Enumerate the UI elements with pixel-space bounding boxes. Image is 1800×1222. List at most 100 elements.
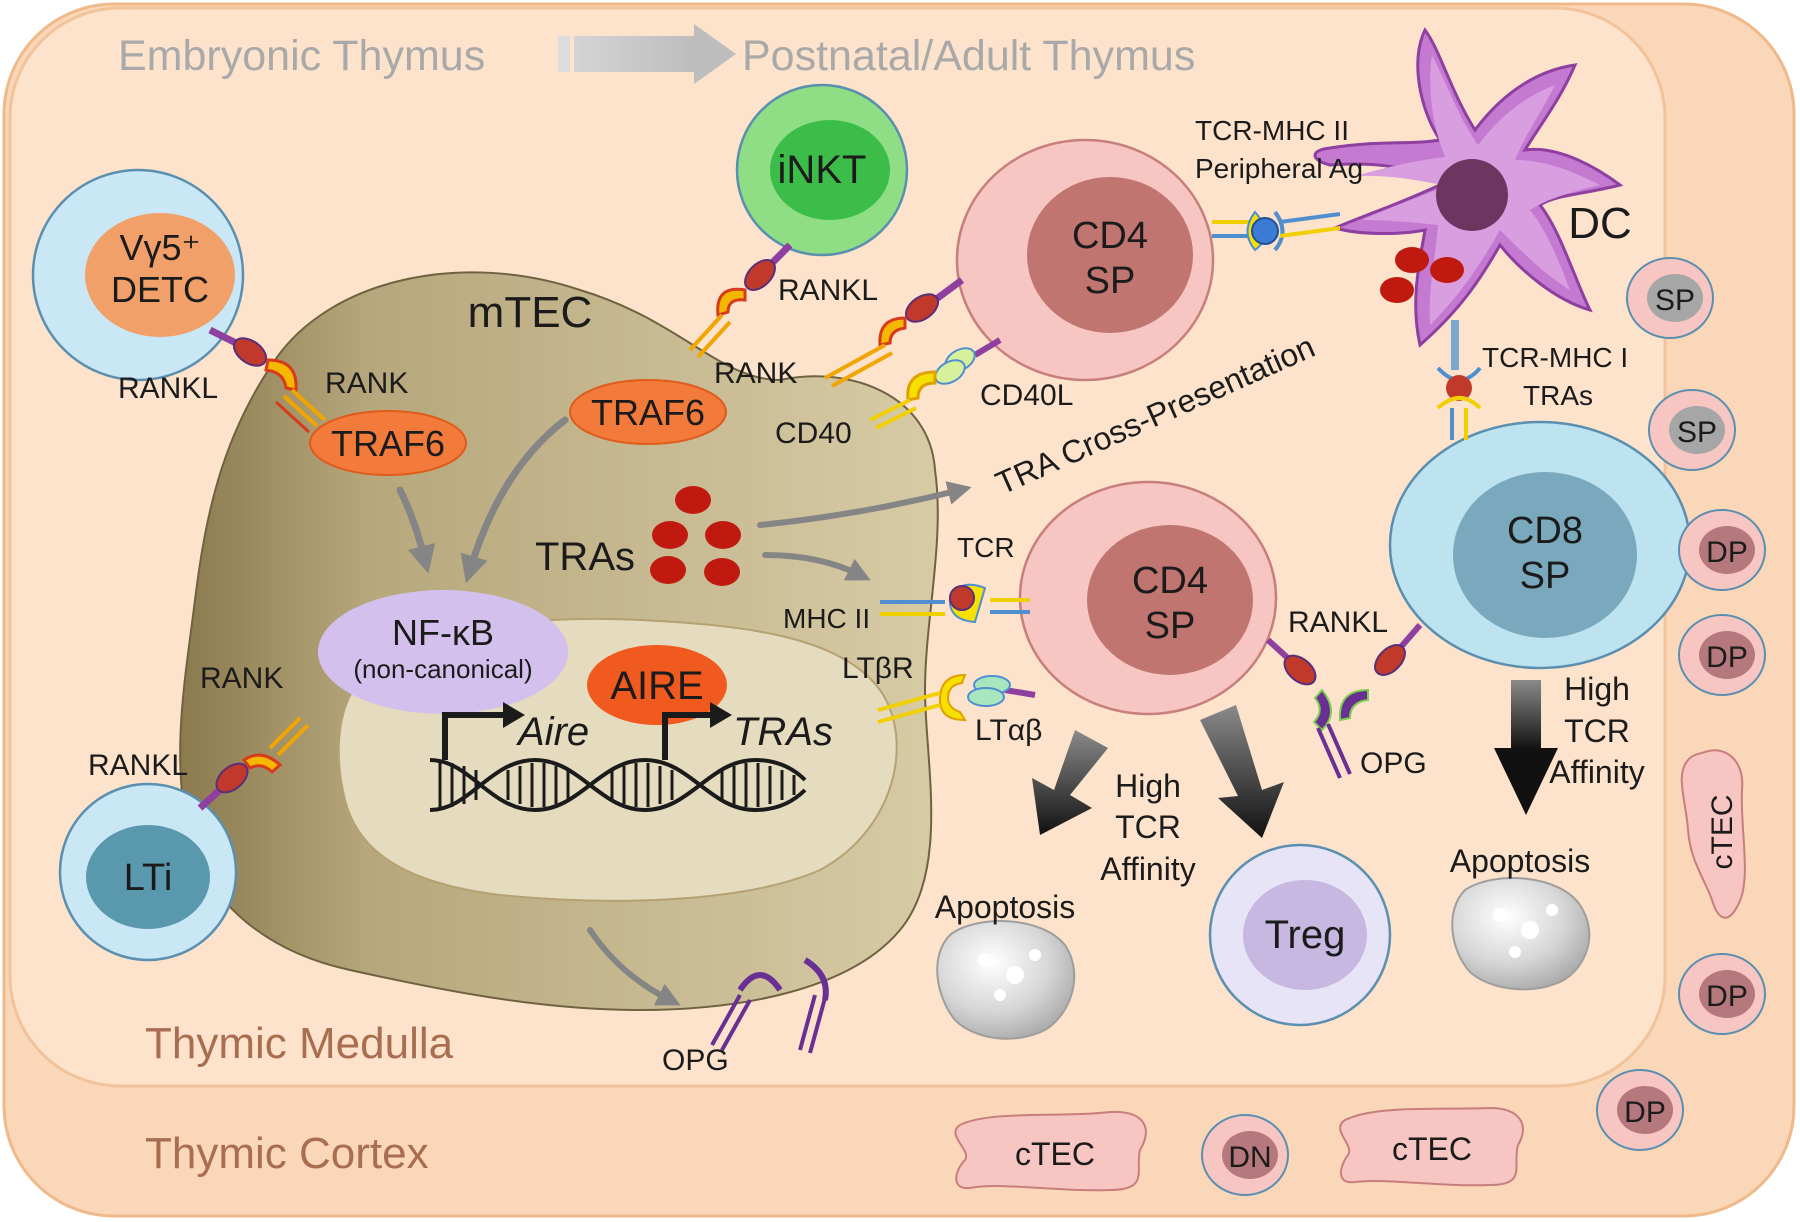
tras-promoter-arrowhead (710, 702, 732, 728)
tcr-mhc1-line2-label: TRAs (1523, 380, 1593, 411)
ctec-label: cTEC (1392, 1131, 1472, 1167)
nfkb-sub-label: (non-canonical) (353, 654, 532, 684)
cd4-high-label: High (1115, 768, 1181, 804)
apoptotic-cell-cd4 (936, 920, 1076, 1040)
dna-helix (429, 712, 807, 813)
dn-cell: DN (1201, 1114, 1289, 1196)
inkt-rankl-rank-pair (688, 242, 793, 359)
lti-label: LTi (124, 857, 173, 899)
lti-rankl-label: RANKL (88, 749, 188, 782)
detc-cell: Vγ5⁺ DETC (31, 168, 245, 382)
ctec-cell: cTEC (954, 1110, 1147, 1192)
cd8-sp-cell: CD8 SP (1388, 420, 1692, 670)
cd4-rank-label: RANK (714, 357, 797, 390)
mtec-label: mTEC (468, 288, 593, 337)
sp-label: SP (1677, 416, 1717, 449)
apoptosis-cd8-label: Apoptosis (1450, 843, 1591, 879)
treg-label: Treg (1265, 913, 1346, 957)
detc-rank-label: RANK (325, 367, 408, 400)
tcr-label: TCR (957, 532, 1015, 563)
cd8-label-line2: SP (1520, 555, 1571, 597)
apoptotic-cell-cd8 (1451, 877, 1591, 991)
inkt-cell: iNKT (735, 83, 909, 257)
mhc2-label: MHC II (783, 603, 870, 634)
cd8-label-line1: CD8 (1507, 510, 1583, 552)
aire-promoter-arrowhead (503, 702, 525, 728)
ctec-cell: cTEC (1339, 1106, 1524, 1187)
dp-label: DP (1624, 1096, 1666, 1129)
aire-gene-label: Aire (516, 710, 589, 754)
cd8-high-label: High (1564, 671, 1630, 707)
tras-gene-label: TRAs (733, 710, 833, 754)
dn-label: DN (1228, 1141, 1271, 1174)
traf6-to-nfkb-arrows (396, 416, 569, 584)
tcr-mhc2-line1-label: TCR-MHC II (1195, 115, 1349, 146)
cd40l-cd40-pair (869, 337, 1002, 430)
cd4-mid-label-line2: SP (1145, 605, 1196, 647)
cd4-affinity-label: Affinity (1100, 851, 1195, 887)
opg-right-label: OPG (1360, 747, 1427, 780)
detc-rankl-rank-pair (208, 326, 327, 434)
dp-cell: DP (1596, 1069, 1684, 1151)
treg-cell: Treg (1208, 843, 1392, 1027)
lti-cell: LTi (58, 782, 238, 962)
dendritic-cell: DC (1313, 27, 1632, 348)
detc-rankl-label: RANKL (118, 372, 218, 405)
detc-label-line1: Vγ5⁺ (119, 227, 200, 268)
ctec-label: cTEC (1706, 795, 1739, 870)
sp-cell: SP (1648, 389, 1736, 471)
cd8-tcr-label: TCR (1564, 713, 1630, 749)
tcr-mhc2-dc-pair (1212, 210, 1341, 252)
cd4-sp-mid-cell: CD4 SP (1018, 480, 1278, 716)
cd4-sp-top-cell: CD4 SP (955, 138, 1215, 382)
tcr-mhc1-pair (1436, 320, 1482, 440)
cd40l-label: CD40L (980, 379, 1073, 412)
dp-label: DP (1706, 536, 1748, 569)
opg-bottom-label: OPG (662, 1044, 729, 1077)
ltbr-label: LTβR (842, 652, 914, 685)
traf6-right-label: TRAF6 (591, 392, 705, 433)
traf6-badge-right (569, 379, 727, 445)
dp-cell: DP (1678, 953, 1766, 1035)
nfkb-label: NF-κB (392, 612, 494, 653)
cd40-label: CD40 (775, 417, 852, 450)
thymic-medulla-label: Thymic Medulla (145, 1019, 454, 1068)
tcr-mhc2-pair (880, 583, 1030, 624)
tcr-mhc1-line1-label: TCR-MHC I (1482, 342, 1628, 373)
dp-label: DP (1706, 980, 1748, 1013)
cd4-top-label-line2: SP (1085, 260, 1136, 302)
lti-rankl-rank-pair (197, 716, 310, 811)
inkt-rankl-label: RANKL (778, 274, 878, 307)
cd4-rankl-opg-pair (1265, 637, 1352, 779)
cd8-rankl-opg-pair (1338, 623, 1423, 722)
inkt-label: iNKT (778, 148, 867, 192)
lti-rank-label: RANK (200, 662, 283, 695)
dp-cell: DP (1678, 509, 1766, 591)
cd4-rankl-label: RANKL (1288, 606, 1388, 639)
aire-label: AIRE (610, 664, 703, 708)
tras-label: TRAs (535, 535, 635, 579)
ctec-cell: cTEC (1680, 749, 1746, 919)
dp-label: DP (1706, 641, 1748, 674)
cross-presented-tras (1380, 247, 1464, 303)
outcome-arrow-cd8 (1494, 680, 1558, 815)
tras-cluster (650, 486, 741, 586)
dp-cell: DP (1678, 614, 1766, 696)
traf6-left-label: TRAF6 (331, 423, 445, 464)
apoptosis-cd4-label: Apoptosis (935, 889, 1076, 925)
cd8-affinity-label: Affinity (1549, 754, 1644, 790)
cd4-mid-label-line1: CD4 (1132, 560, 1208, 602)
dc-label: DC (1568, 199, 1632, 248)
embryonic-thymus-label: Embryonic Thymus (118, 32, 485, 80)
ltab-ltbr-pair (877, 673, 1036, 724)
traf6-badge-left (309, 410, 467, 476)
nfkb-badge (318, 590, 568, 714)
cd4-tcr-label: TCR (1115, 809, 1181, 845)
ltab-label: LTαβ (975, 714, 1042, 747)
thymic-cortex-label: Thymic Cortex (145, 1129, 429, 1178)
outcome-arrows-cd4 (1032, 705, 1284, 838)
postnatal-thymus-label: Postnatal/Adult Thymus (742, 32, 1195, 80)
sp-cell: SP (1626, 257, 1714, 339)
ctec-label: cTEC (1015, 1136, 1095, 1172)
